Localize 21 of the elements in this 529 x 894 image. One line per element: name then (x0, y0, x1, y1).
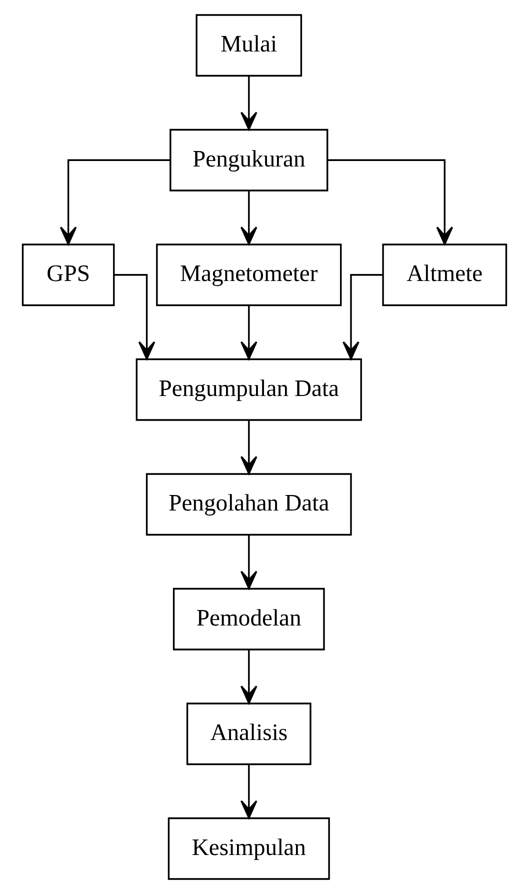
node-box: Pengolahan Data (146, 473, 352, 536)
arrow (240, 650, 258, 704)
node-box: Mulai (196, 14, 302, 77)
node-box: Pengumpulan Data (136, 358, 362, 421)
arrow (240, 190, 258, 245)
node-box: Analisis (186, 702, 312, 766)
arrow (342, 274, 383, 360)
arrow (114, 274, 156, 360)
node-box: Pemodelan (172, 588, 325, 650)
arrow (240, 535, 258, 590)
arrow (240, 764, 258, 819)
node-box: GPS (22, 244, 115, 306)
node-box: Magnetometer (156, 244, 342, 306)
arrow (240, 306, 258, 360)
arrow (60, 159, 170, 245)
arrow (240, 420, 258, 474)
node-box: Altmete (382, 244, 508, 306)
arrow (240, 76, 258, 130)
arrow (327, 159, 454, 245)
node-box: Kesimpulan (168, 817, 330, 880)
node-box: Pengukuran (170, 128, 328, 192)
